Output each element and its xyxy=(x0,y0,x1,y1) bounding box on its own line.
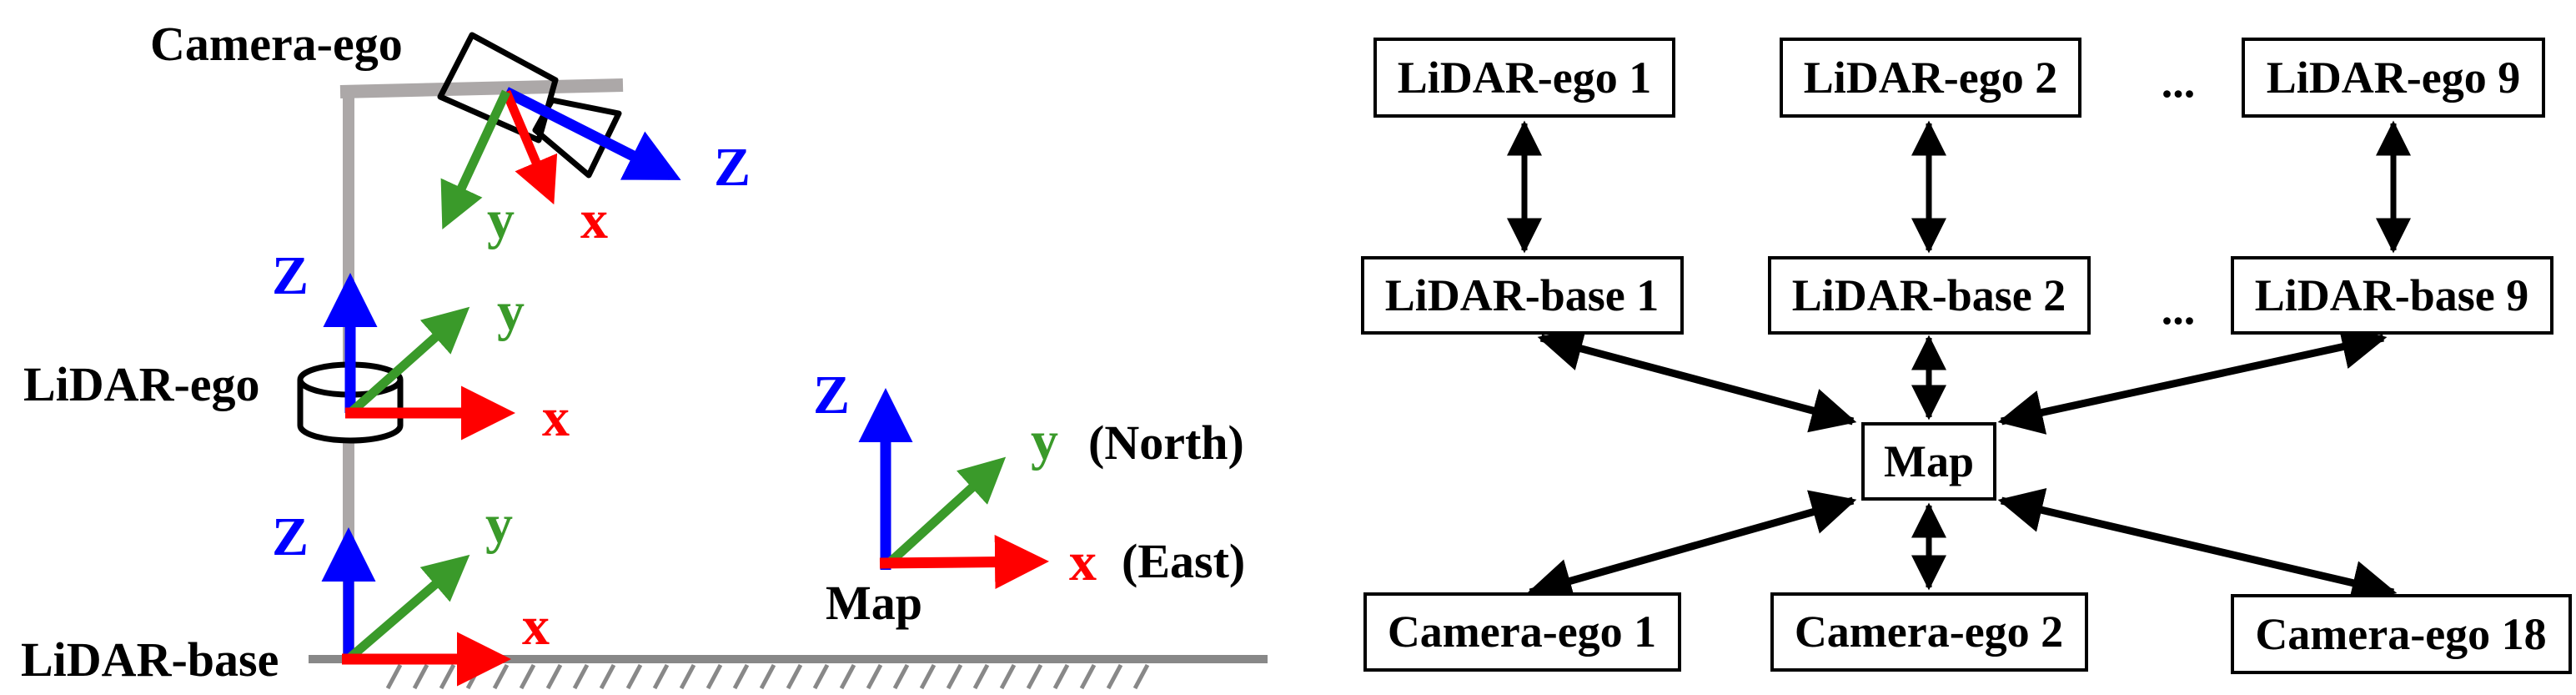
camera-ego-axes xyxy=(440,87,681,229)
hatch-mark xyxy=(919,663,936,690)
camera-z-label: Z xyxy=(714,137,751,198)
lidar-base-box-9: LiDAR-base 9 xyxy=(2231,256,2553,335)
hatch-mark xyxy=(759,663,776,690)
hatch-mark xyxy=(439,663,456,690)
hatch-mark xyxy=(545,663,563,690)
left-panel: Camera-ego Z x y LiDAR-ego Z y x LiDAR-b… xyxy=(21,17,1268,690)
ellipsis-top: ... xyxy=(2162,57,2196,107)
lidar-base-x-label: x xyxy=(522,596,550,657)
hatch-mark xyxy=(625,663,643,690)
arrows xyxy=(1507,120,2411,606)
map-y-label: y xyxy=(1031,410,1058,471)
box-label: Map xyxy=(1884,436,1974,486)
box-label: Camera-ego 2 xyxy=(1795,607,2063,657)
hatch-mark xyxy=(892,663,910,690)
box-label: LiDAR-ego 2 xyxy=(1804,53,2057,103)
lidar-ego-y-label: y xyxy=(497,281,525,342)
right-panel: LiDAR-ego 1 LiDAR-ego 2 LiDAR-ego 9 ... … xyxy=(1361,38,2572,674)
ellipsis-middle: ... xyxy=(2162,284,2196,334)
lidar-ego-x-label: x xyxy=(542,387,570,448)
hatch-mark xyxy=(465,663,483,690)
hatch-mark xyxy=(786,663,803,690)
camera-icon xyxy=(437,32,622,179)
hatch-mark xyxy=(519,663,536,690)
map-box: Map xyxy=(1861,422,1996,501)
hatch-mark xyxy=(732,663,750,690)
box-label: Camera-ego 1 xyxy=(1388,607,1656,657)
hatch-mark xyxy=(412,663,429,690)
lidar-base-y-label: y xyxy=(485,494,513,555)
camera-ego-box-2: Camera-ego 2 xyxy=(1770,592,2088,672)
camera-y-label: y xyxy=(487,189,515,250)
map-label: Map xyxy=(826,576,922,630)
ground-hatching xyxy=(385,663,1150,690)
lidar-base-label: LiDAR-base xyxy=(21,632,279,687)
hatch-mark xyxy=(1052,663,1070,690)
lidar-base-z-label: Z xyxy=(272,506,309,567)
hatch-mark xyxy=(866,663,883,690)
map-north-label: (North) xyxy=(1088,415,1244,470)
map-axes xyxy=(858,388,1049,590)
hatch-mark xyxy=(572,663,590,690)
hatch-mark xyxy=(839,663,856,690)
lidar-ego-label: LiDAR-ego xyxy=(23,357,260,411)
map-z-label: Z xyxy=(813,365,850,426)
hatch-mark xyxy=(1132,663,1150,690)
lidar-ego-z-label: Z xyxy=(272,245,309,306)
box-label: LiDAR-ego 9 xyxy=(2267,53,2520,103)
box-label: LiDAR-base 9 xyxy=(2255,270,2529,320)
hatch-mark xyxy=(599,663,616,690)
lidar-ego-box-9: LiDAR-ego 9 xyxy=(2242,38,2545,118)
box-label: LiDAR-ego 1 xyxy=(1398,53,1651,103)
hatch-mark xyxy=(706,663,723,690)
hatch-mark xyxy=(812,663,830,690)
camera-ego-box-1: Camera-ego 1 xyxy=(1363,592,1681,672)
box-label: LiDAR-base 1 xyxy=(1385,270,1660,320)
lidar-ego-box-1: LiDAR-ego 1 xyxy=(1373,38,1675,118)
lidar-ego-box-2: LiDAR-ego 2 xyxy=(1780,38,2081,118)
hatch-mark xyxy=(652,663,670,690)
hatch-mark xyxy=(385,663,403,690)
box-label: Camera-ego 18 xyxy=(2255,609,2546,659)
hatch-mark xyxy=(972,663,990,690)
lidar-base-box-1: LiDAR-base 1 xyxy=(1361,256,1684,335)
map-x-label: x xyxy=(1069,531,1097,592)
hatch-mark xyxy=(1079,663,1097,690)
lidar-base-box-2: LiDAR-base 2 xyxy=(1768,256,2091,335)
lidar-base-axes xyxy=(321,527,511,687)
hatch-mark xyxy=(946,663,963,690)
hatch-mark xyxy=(492,663,510,690)
camera-ego-label: Camera-ego xyxy=(150,17,403,71)
lidar-ego-axes xyxy=(323,273,515,441)
hatch-mark xyxy=(1026,663,1043,690)
map-east-label: (East) xyxy=(1122,534,1245,588)
camera-ego-box-18: Camera-ego 18 xyxy=(2231,594,2572,674)
camera-x-label: x xyxy=(580,189,608,250)
hatch-mark xyxy=(999,663,1017,690)
pole-arm xyxy=(339,78,624,98)
hatch-mark xyxy=(1106,663,1123,690)
hatch-mark xyxy=(679,663,696,690)
box-label: LiDAR-base 2 xyxy=(1792,270,2066,320)
